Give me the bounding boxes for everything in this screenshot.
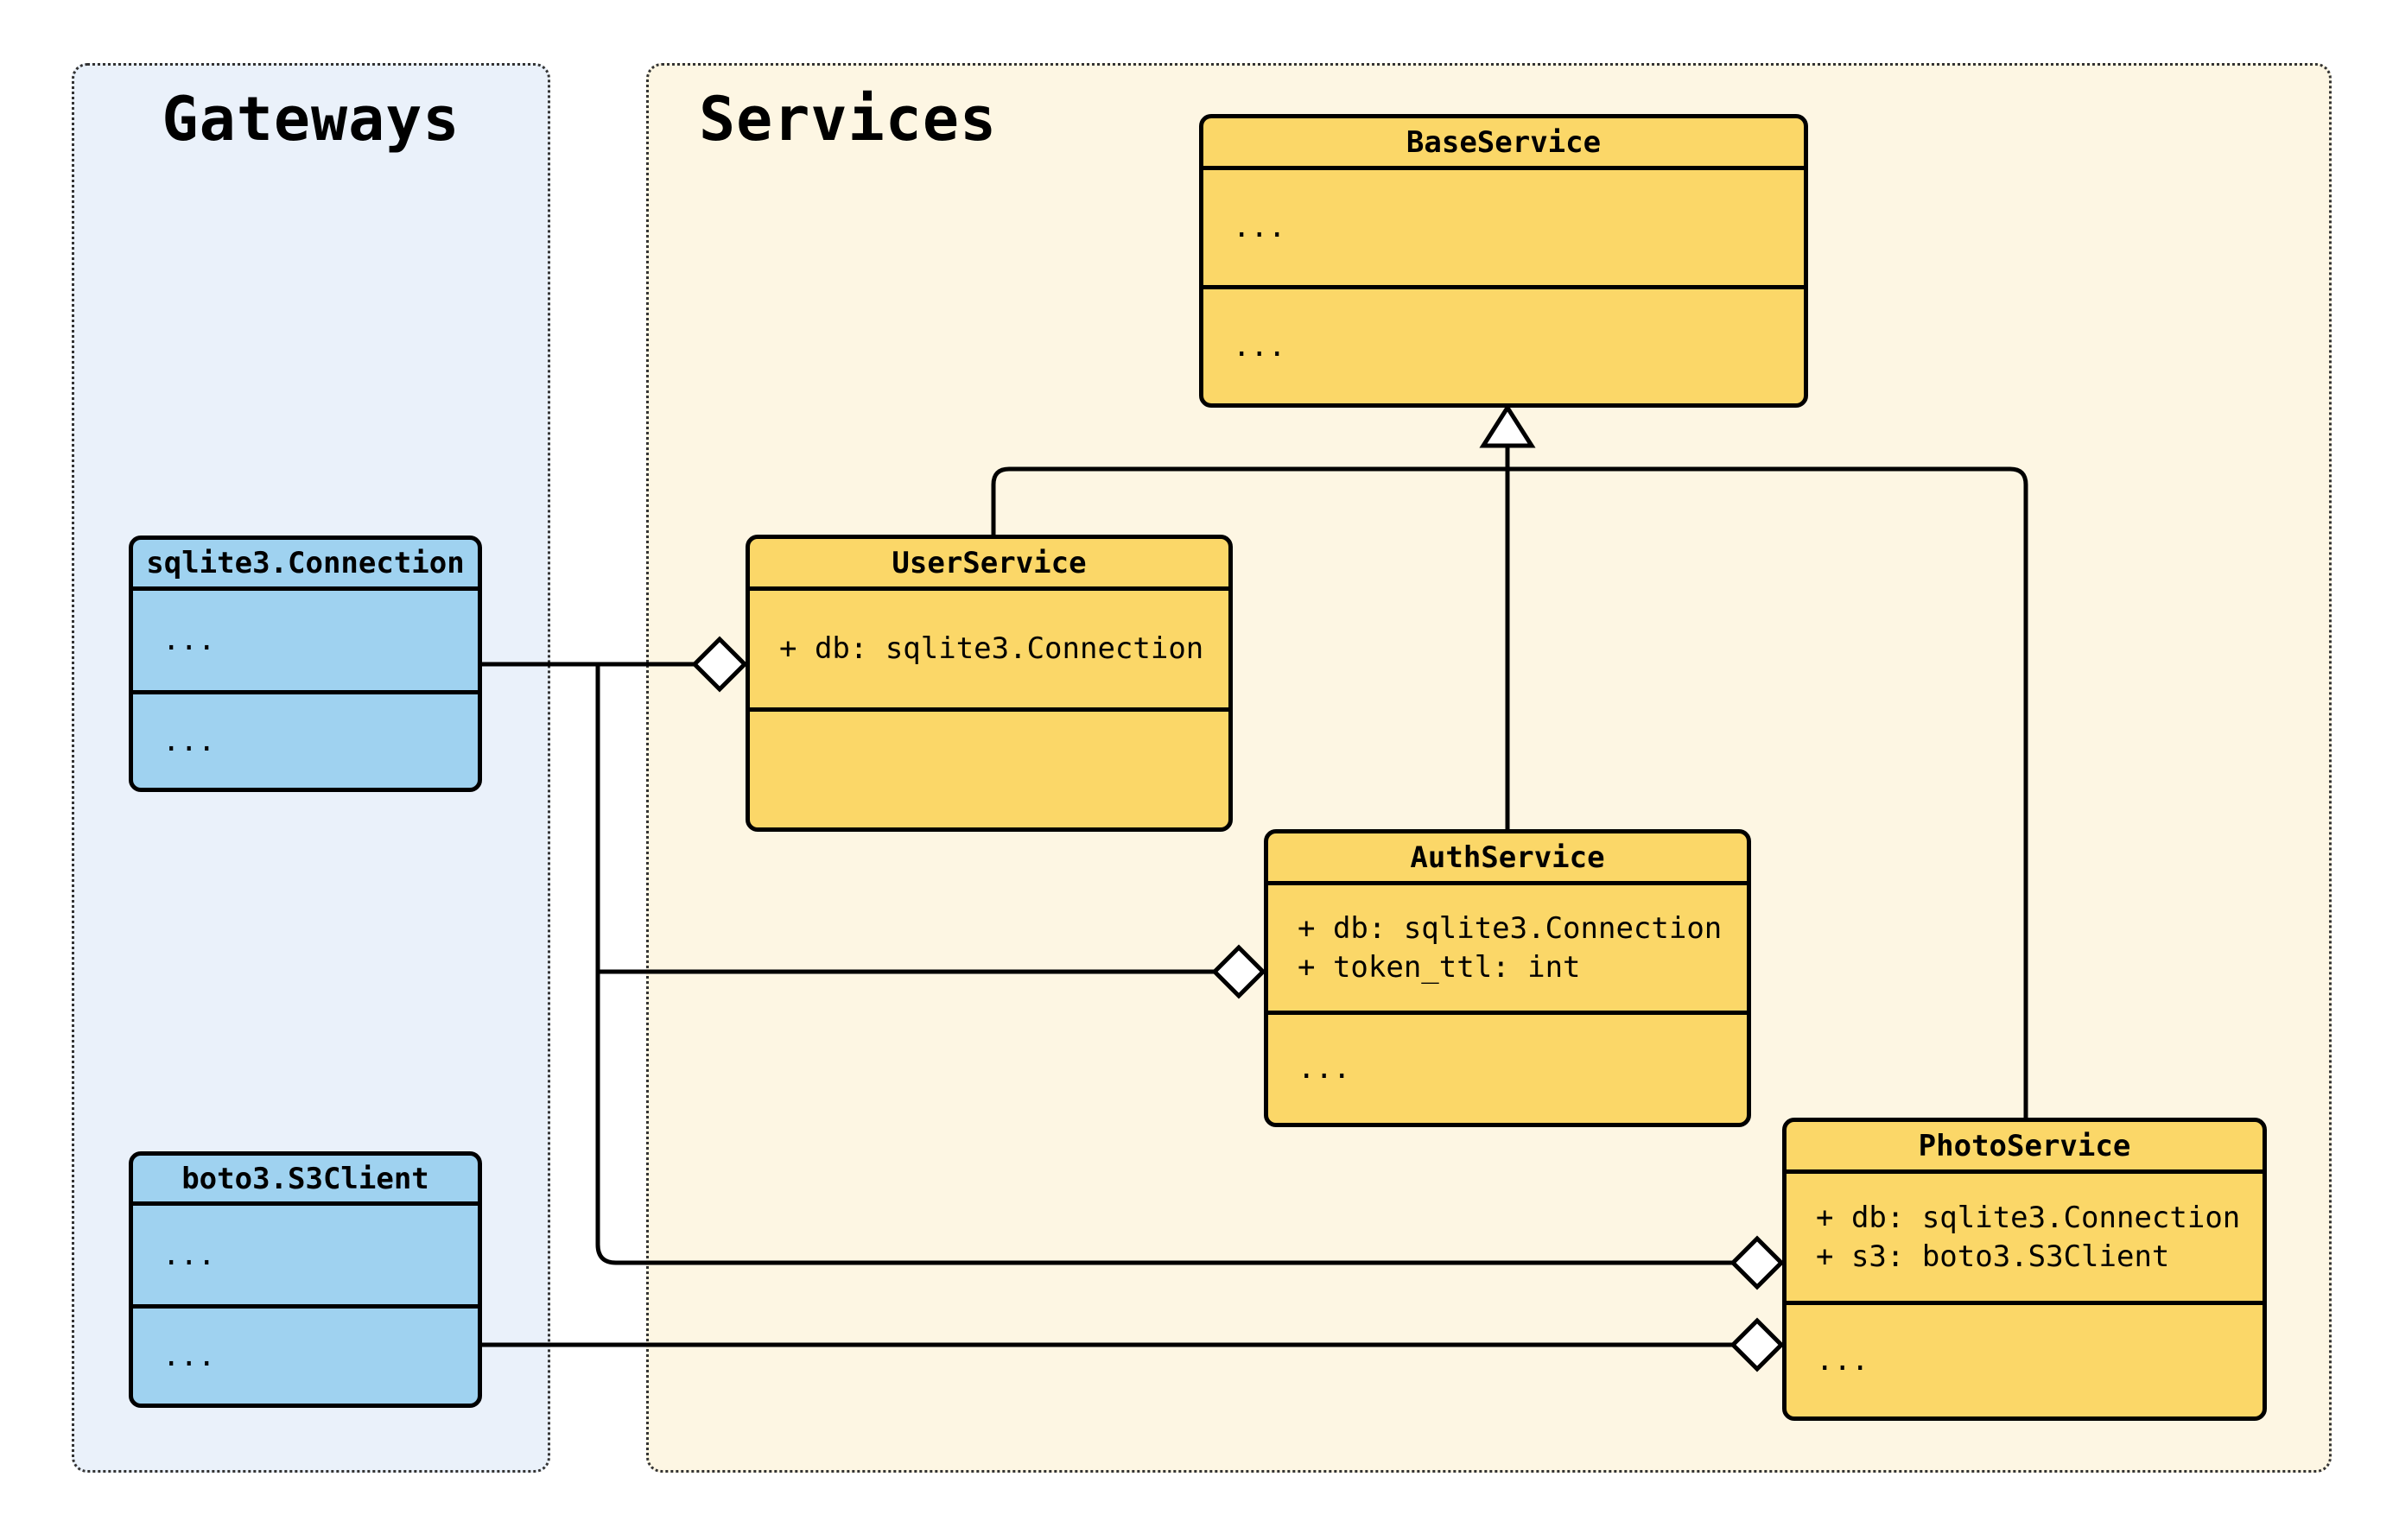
class-box-photoservice: PhotoService + db: sqlite3.Connection + … <box>1782 1118 2267 1421</box>
class-box-userservice: UserService + db: sqlite3.Connection <box>746 535 1233 832</box>
attribute-line: ... <box>162 1237 216 1272</box>
class-attributes: ... <box>1203 170 1804 289</box>
class-title: sqlite3.Connection <box>133 540 478 591</box>
class-methods: ... <box>1787 1305 2263 1416</box>
aggregation-diamond-userservice-db <box>691 636 748 693</box>
attribute-line: ... <box>162 623 216 658</box>
class-box-authservice: AuthService + db: sqlite3.Connection + t… <box>1264 829 1751 1127</box>
class-box-baseservice: BaseService ... ... <box>1199 114 1808 408</box>
aggregation-diamond-photoservice-s3 <box>1729 1317 1785 1372</box>
method-line: ... <box>1816 1343 1869 1378</box>
class-attributes: + db: sqlite3.Connection + s3: boto3.S3C… <box>1787 1174 2263 1305</box>
class-title: boto3.S3Client <box>133 1156 478 1206</box>
class-title: PhotoService <box>1787 1122 2263 1174</box>
method-line: ... <box>162 1338 216 1373</box>
aggregation-diamond-authservice-db <box>1211 944 1266 999</box>
gateways-container-title: Gateways <box>162 84 460 155</box>
class-methods: ... <box>1203 289 1804 403</box>
inheritance-triangle-arrowhead <box>1479 403 1536 448</box>
class-title: BaseService <box>1203 118 1804 170</box>
attribute-line: ... <box>1233 210 1286 245</box>
class-title: AuthService <box>1268 833 1747 885</box>
services-container-title: Services <box>699 84 998 155</box>
method-line: ... <box>1233 328 1286 364</box>
class-attributes: ... <box>133 1206 478 1309</box>
attribute-line: + s3: boto3.S3Client <box>1816 1239 2170 1274</box>
class-methods: ... <box>1268 1015 1747 1123</box>
class-attributes: ... <box>133 591 478 694</box>
class-methods <box>750 712 1228 827</box>
class-box-sqlite3-connection: sqlite3.Connection ... ... <box>129 536 482 792</box>
class-attributes: + db: sqlite3.Connection + token_ttl: in… <box>1268 885 1747 1015</box>
attribute-line: + db: sqlite3.Connection <box>1816 1200 2241 1235</box>
attribute-line: + db: sqlite3.Connection <box>779 631 1204 667</box>
method-line: ... <box>162 723 216 758</box>
class-methods: ... <box>133 694 478 788</box>
class-methods: ... <box>133 1309 478 1404</box>
class-title: UserService <box>750 539 1228 591</box>
aggregation-branch-line-sqlite <box>595 664 1733 1265</box>
class-box-boto3-s3client: boto3.S3Client ... ... <box>129 1151 482 1408</box>
attribute-line: + db: sqlite3.Connection <box>1298 910 1723 946</box>
aggregation-diamond-photoservice-db <box>1729 1235 1785 1290</box>
method-line: ... <box>1298 1051 1351 1087</box>
attribute-line: + token_ttl: int <box>1298 949 1581 985</box>
class-attributes: + db: sqlite3.Connection <box>750 591 1228 712</box>
